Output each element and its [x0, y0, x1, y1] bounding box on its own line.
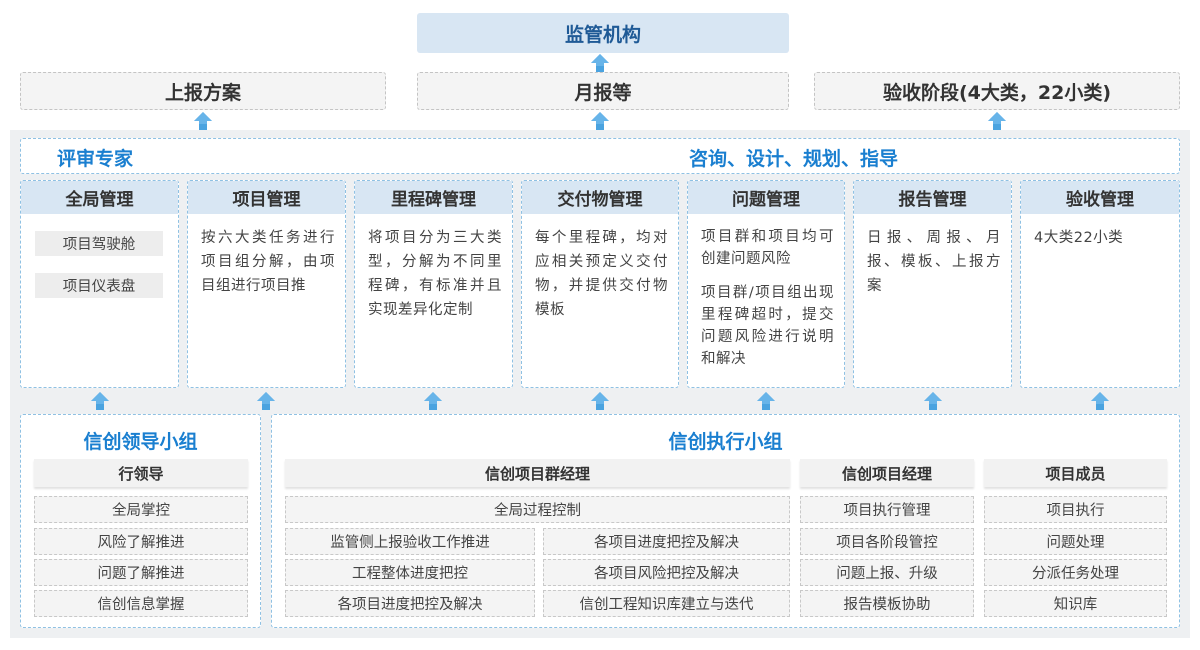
- up-arrow-icon: [988, 112, 1006, 130]
- module-title: 交付物管理: [522, 181, 678, 214]
- pgm-item: 工程整体进度把控: [285, 559, 535, 586]
- module-description: 日报、周报、月报、模板、上报方案: [867, 230, 1001, 294]
- module-title: 项目管理: [188, 181, 345, 214]
- member-item: 知识库: [984, 590, 1167, 617]
- role-head-member: 项目成员: [984, 459, 1167, 487]
- member-item: 问题处理: [984, 528, 1167, 555]
- expert-band: 评审专家 咨询、设计、规划、指导: [20, 138, 1180, 174]
- pgm-item-full: 全局过程控制: [285, 496, 790, 523]
- exec-group-title: 信创执行小组: [668, 431, 783, 453]
- tag-dashboard-panel: 项目仪表盘: [35, 273, 163, 298]
- up-arrow-icon: [757, 392, 775, 410]
- pm-item: 项目执行管理: [800, 496, 974, 523]
- pm-item: 报告模板协助: [800, 590, 974, 617]
- module-description: 按六大类任务进行项目组分解，由项目组进行项目推: [201, 230, 335, 294]
- up-arrow-icon: [1091, 392, 1109, 410]
- module-description: 将项目分为三大类型，分解为不同里程碑，有标准并且实现差异化定制: [368, 230, 502, 318]
- supervisor-box: 监管机构: [417, 13, 789, 53]
- up-arrow-icon: [591, 112, 609, 130]
- expert-services: 咨询、设计、规划、指导: [689, 148, 899, 170]
- up-arrow-icon: [91, 392, 109, 410]
- module-title: 验收管理: [1021, 181, 1179, 214]
- leader-item: 信创信息掌握: [34, 590, 248, 617]
- member-item: 项目执行: [984, 496, 1167, 523]
- module-acceptance: 验收管理 4大类22小类: [1020, 180, 1180, 388]
- up-arrow-icon: [924, 392, 942, 410]
- report-label: 上报方案: [164, 81, 241, 104]
- role-head-leader: 行领导: [34, 459, 248, 487]
- report-label: 月报等: [574, 81, 632, 104]
- leader-group: 信创领导小组 行领导 全局掌控 风险了解推进 问题了解推进 信创信息掌握: [20, 414, 261, 628]
- module-project: 项目管理 按六大类任务进行项目组分解，由项目组进行项目推: [187, 180, 346, 388]
- supervisor-label: 监管机构: [564, 23, 641, 46]
- role-head-pgm: 信创项目群经理: [285, 459, 790, 487]
- module-description-extra: 项目群/项目组出现里程碑超时，提交问题风险进行说明和解决: [701, 285, 834, 367]
- report-label: 验收阶段(4大类，22小类): [882, 81, 1112, 104]
- module-report: 报告管理 日报、周报、月报、模板、上报方案: [853, 180, 1012, 388]
- module-title: 报告管理: [854, 181, 1011, 214]
- pgm-item: 信创工程知识库建立与迭代: [543, 590, 790, 617]
- tag-dashboard-cockpit: 项目驾驶舱: [35, 231, 163, 256]
- up-arrow-icon: [591, 54, 609, 72]
- report-box-acceptance: 验收阶段(4大类，22小类): [814, 72, 1180, 110]
- module-title: 问题管理: [688, 181, 844, 214]
- module-milestone: 里程碑管理 将项目分为三大类型，分解为不同里程碑，有标准并且实现差异化定制: [354, 180, 513, 388]
- up-arrow-icon: [194, 112, 212, 130]
- report-box-monthly: 月报等: [417, 72, 789, 110]
- pm-item: 问题上报、升级: [800, 559, 974, 586]
- role-head-pm: 信创项目经理: [800, 459, 974, 487]
- module-deliverable: 交付物管理 每个里程碑，均对应相关预定义交付物，并提供交付物模板: [521, 180, 679, 388]
- pgm-item: 监管侧上报验收工作推进: [285, 528, 535, 555]
- module-title: 全局管理: [21, 181, 178, 214]
- pgm-item: 各项目进度把控及解决: [285, 590, 535, 617]
- leader-item: 问题了解推进: [34, 559, 248, 586]
- module-description: 每个里程碑，均对应相关预定义交付物，并提供交付物模板: [535, 230, 668, 318]
- module-title: 里程碑管理: [355, 181, 512, 214]
- pgm-item: 各项目进度把控及解决: [543, 528, 790, 555]
- exec-group: 信创执行小组 信创项目群经理 全局过程控制 监管侧上报验收工作推进 工程整体进度…: [271, 414, 1180, 628]
- leader-item: 风险了解推进: [34, 528, 248, 555]
- module-description: 4大类22小类: [1034, 230, 1124, 246]
- pgm-item: 各项目风险把控及解决: [543, 559, 790, 586]
- leader-item: 全局掌控: [34, 496, 248, 523]
- pm-item: 项目各阶段管控: [800, 528, 974, 555]
- member-item: 分派任务处理: [984, 559, 1167, 586]
- up-arrow-icon: [257, 392, 275, 410]
- leader-group-title: 信创领导小组: [83, 431, 198, 453]
- module-global: 全局管理 项目驾驶舱 项目仪表盘: [20, 180, 179, 388]
- up-arrow-icon: [591, 392, 609, 410]
- expert-title: 评审专家: [57, 148, 134, 170]
- module-issue: 问题管理 项目群和项目均可创建问题风险 项目群/项目组出现里程碑超时，提交问题风…: [687, 180, 845, 388]
- module-description: 项目群和项目均可创建问题风险: [701, 229, 834, 267]
- up-arrow-icon: [424, 392, 442, 410]
- report-box-plan: 上报方案: [20, 72, 386, 110]
